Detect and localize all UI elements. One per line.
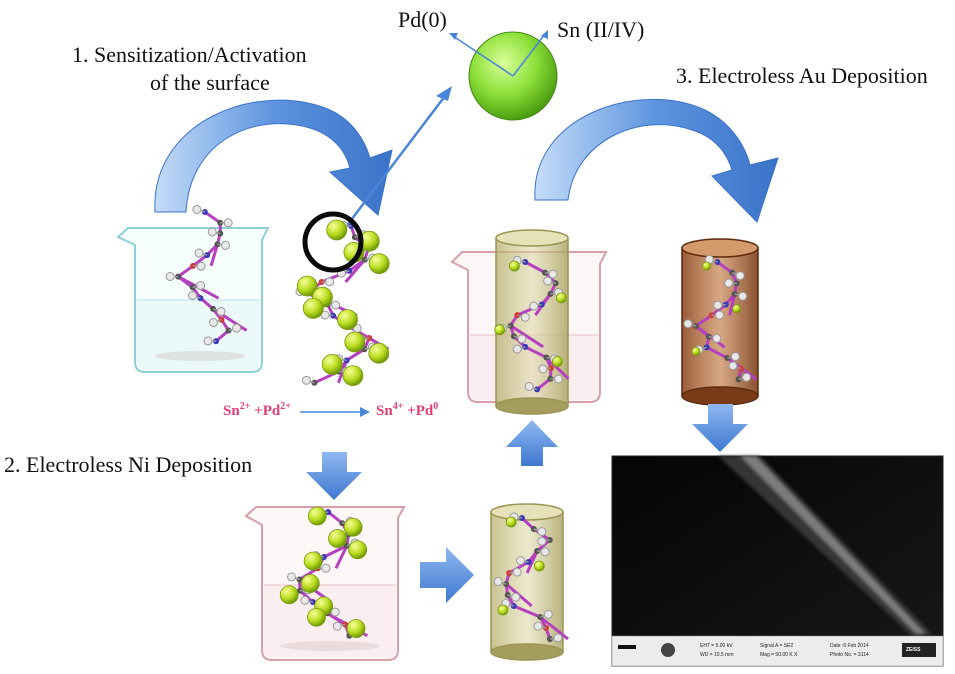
reaction-arrowhead-icon bbox=[360, 407, 370, 417]
down-arrow-icon bbox=[692, 404, 748, 452]
pd0-label: Pd(0) bbox=[398, 7, 447, 32]
step2-title: 2. Electroless Ni Deposition bbox=[4, 452, 253, 477]
ni-coated-cylinder-bottom bbox=[490, 503, 564, 661]
curved-arrow-icon bbox=[534, 98, 779, 223]
pointer-arrowhead-icon bbox=[436, 86, 452, 101]
sem-signal: Signal A = SE2 bbox=[760, 643, 794, 649]
pd-sphere-icon bbox=[449, 30, 558, 121]
molecule-ni-cylinder bbox=[493, 512, 569, 643]
molecule-activated bbox=[295, 219, 390, 387]
down-arrow-icon bbox=[306, 452, 362, 500]
sem-micrograph bbox=[611, 455, 944, 667]
sem-mag: Mag = 50.00 K X bbox=[760, 652, 798, 658]
sem-photo: Photo No. = 3114 bbox=[830, 652, 869, 658]
sem-brand-logo: ZEISS bbox=[906, 647, 921, 653]
pointer-arrow bbox=[341, 91, 449, 233]
sem-eht: EHT = 5.00 kV bbox=[700, 643, 733, 649]
molecule-plain bbox=[165, 204, 248, 346]
step1-title: 1. Sensitization/Activation bbox=[72, 42, 307, 67]
reactants-text: Sn2+ +Pd2+ bbox=[223, 401, 291, 419]
beaker-sensitization bbox=[116, 227, 270, 373]
molecule-ni-bath bbox=[279, 506, 369, 639]
beaker-ni-deposition bbox=[244, 506, 406, 661]
sem-date: Date :6 Feb 2014 bbox=[830, 643, 869, 649]
molecular-structures bbox=[165, 204, 758, 643]
sn-label: Sn (II/IV) bbox=[557, 17, 645, 42]
right-arrow-icon bbox=[420, 547, 474, 603]
up-arrow-icon bbox=[506, 420, 558, 466]
molecule-in-ni-cylinder bbox=[494, 255, 570, 393]
sem-wd: WD = 10.5 mm bbox=[700, 652, 734, 658]
step1-subtitle: of the surface bbox=[150, 70, 270, 95]
curved-arrow-icon bbox=[154, 99, 393, 216]
molecule-in-au-cylinder bbox=[683, 255, 758, 383]
highlight-circle bbox=[302, 211, 364, 273]
products-text: Sn4+ +Pd0 bbox=[376, 401, 439, 419]
step3-title: 3. Electroless Au Deposition bbox=[676, 63, 928, 88]
